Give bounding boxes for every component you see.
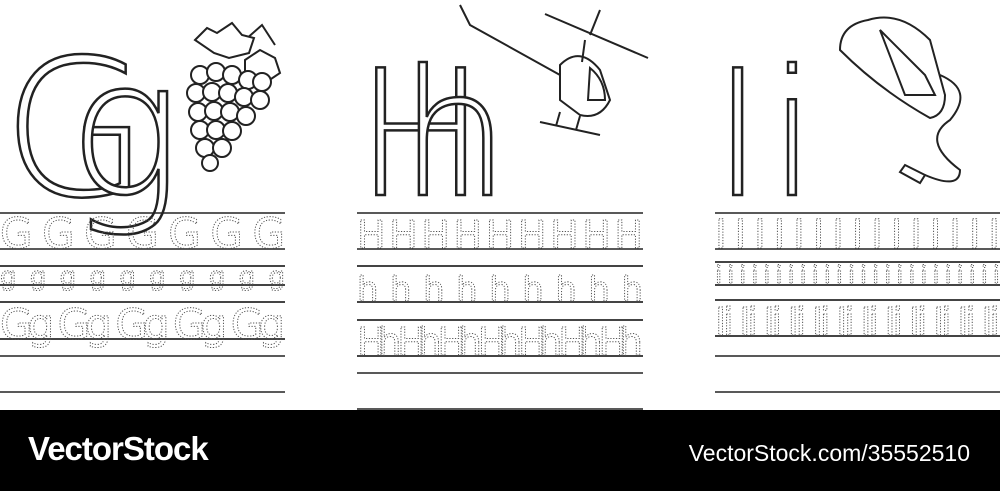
helicopter-icon	[459, 4, 649, 136]
trace-row-3: Gg Gg Gg Gg Gg	[0, 300, 285, 349]
panel-i: Ii I I I I I I I I I I I I I I I i i i i…	[711, 16, 1000, 393]
grapes-icon	[186, 21, 282, 172]
trace-row-1: I I I I I I I I I I I I I I I	[715, 212, 1000, 258]
big-letters-h: Hh	[355, 34, 510, 237]
big-letters-i: Ii	[712, 34, 817, 237]
trace-row-2: g g g g g g g g g g	[0, 262, 285, 292]
trace-row-1: H H H H H H H H H	[357, 213, 643, 257]
panel-h: Hh H H H H H H H H H h h h h h h h h h H…	[354, 4, 649, 410]
worksheet: Gg G G G G G G G g g g g g g g g g g Gg …	[0, 4, 1000, 410]
panel-g: Gg G G G G G G G g g g g g g g g g g Gg …	[0, 18, 286, 393]
trace-row-1: G G G G G G G	[0, 209, 285, 258]
image-url: VectorStock.com/35552510	[688, 440, 970, 466]
vectorstock-logo: VectorStock	[28, 430, 209, 467]
trace-row-3: Hh Hh Hh Hh Hh Hh Hh	[357, 320, 643, 364]
trace-row-3: Ii Ii Ii Ii Ii Ii Ii Ii Ii Ii Ii Ii	[715, 300, 1000, 344]
trace-row-2: h h h h h h h h h	[357, 270, 643, 310]
big-letters-g: Gg	[2, 19, 182, 240]
trace-row-2: i i i i i i i i i i i i i i i i i i i i …	[715, 261, 1000, 291]
iron-icon	[838, 16, 962, 185]
footer-bar: VectorStock VectorStock.com/35552510	[0, 410, 1000, 491]
